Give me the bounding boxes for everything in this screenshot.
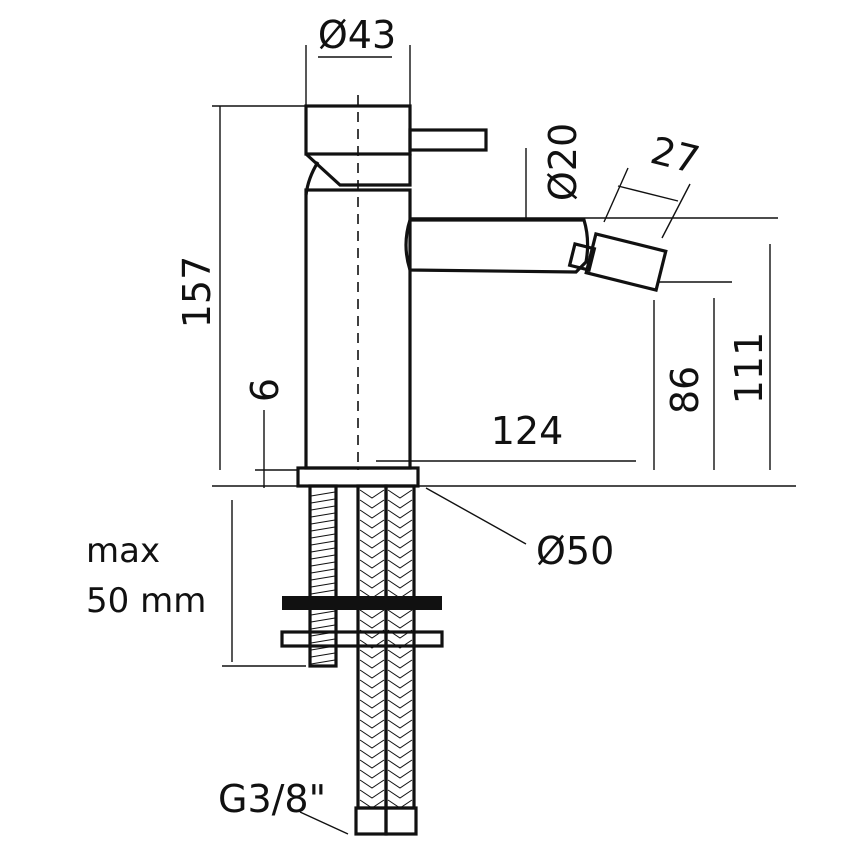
under-deck [280, 484, 444, 836]
label-thread: G3/8" [218, 777, 326, 821]
label-deck-max-2: 50 mm [86, 581, 206, 621]
dim-spout-diameter: Ø20 [410, 123, 778, 220]
rod-threads [310, 491, 336, 665]
label-deck-max-1: max [86, 531, 160, 571]
handle-lever [408, 128, 488, 152]
dim-nozzle-height-inner: 86 [653, 281, 732, 470]
label-base-height: 6 [243, 378, 287, 402]
label-nozzle-height-inner: 86 [663, 366, 707, 414]
label-handle-diameter: Ø43 [318, 13, 396, 57]
dim-deck-max: max 50 mm [86, 500, 306, 667]
dim-base-diameter: Ø50 [425, 487, 614, 573]
base-ring [296, 466, 420, 488]
spout-connector [567, 241, 597, 273]
label-base-diameter: Ø50 [536, 529, 614, 573]
handle-skirt [304, 152, 412, 187]
hose-fitting-right [384, 806, 418, 836]
metal-washer [280, 630, 444, 648]
dim-total-height: 157 [175, 105, 306, 470]
dim-base-height: 6 [243, 378, 298, 488]
faucet-body [296, 95, 488, 488]
nozzle-head [584, 231, 668, 293]
label-spout-diameter: Ø20 [541, 123, 585, 201]
label-spout-reach: 124 [491, 409, 564, 453]
label-nozzle-length: 27 [646, 128, 704, 182]
dim-nozzle-length: 27 [603, 128, 704, 239]
dim-handle-diameter: Ø43 [305, 13, 411, 106]
dim-spout-reach: 124 [376, 409, 636, 462]
spout [404, 218, 668, 293]
label-total-height: 157 [175, 256, 219, 329]
dim-thread: G3/8" [218, 777, 349, 835]
spout-tube [404, 218, 590, 274]
hose-fitting-left [354, 806, 388, 836]
label-nozzle-height-outer: 111 [727, 332, 771, 405]
rubber-washer [282, 596, 442, 610]
dim-nozzle-height-outer: 111 [727, 244, 771, 470]
